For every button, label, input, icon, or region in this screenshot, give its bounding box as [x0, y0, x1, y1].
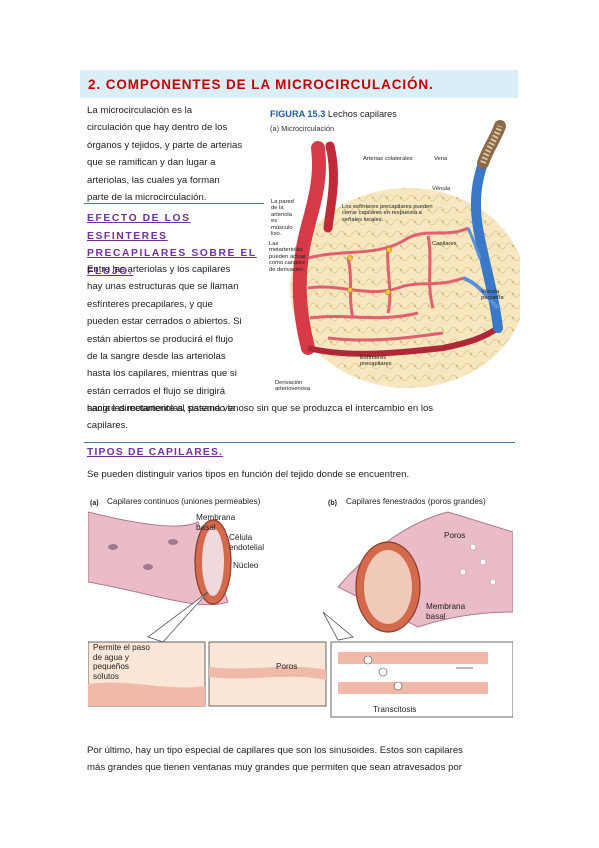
capillary-types-figure — [88, 511, 513, 718]
label-metarteriolas: Las metarteriolas pueden actuar como can… — [269, 241, 307, 273]
text-line: pueden estar cerrados o abiertos. Si — [87, 316, 242, 328]
section-heading-capillary-types: TIPOS DE CAPILARES. — [87, 447, 224, 458]
figure-b-letter: (b) — [328, 500, 337, 507]
text-line: hacia las metarteriolas, pasando la — [87, 403, 236, 415]
small-venule — [462, 276, 500, 310]
figure-subtitle: (a) Microcirculación — [270, 124, 335, 133]
microcirculation-figure — [290, 120, 520, 388]
endothelium-layer — [338, 682, 488, 694]
text-line: hay unas estructuras que se llaman — [87, 281, 239, 293]
venule — [470, 158, 503, 333]
tissue-background — [290, 188, 520, 388]
label-nucleo: Núcleo — [233, 561, 259, 570]
label-membrana-basal-b: Membrana basal — [426, 602, 466, 621]
sphincter-markers — [347, 247, 392, 295]
endothelium-layer — [338, 652, 488, 664]
label-transcitosis: Transcitosis — [373, 705, 417, 714]
label-derivacion: Derivación arteriovenosa — [275, 380, 311, 393]
text-line: sangre directamente al sistema venoso si… — [87, 403, 434, 414]
figure-a-title: Capilares continuos (uniones permeables) — [107, 497, 261, 506]
figure-title: FIGURA 15.3 Lechos capilares — [270, 109, 397, 119]
zoom-arrow — [322, 611, 354, 641]
figure-b-title: Capilares fenestrados (poros grandes) — [346, 497, 486, 506]
divider — [84, 442, 515, 443]
transcytosis-vesicles — [363, 655, 403, 691]
text-line: órganos y tejidos, y parte de arterias — [87, 139, 243, 151]
collateral-artery — [323, 141, 338, 233]
figure-title-text: Lechos capilares — [327, 109, 397, 119]
label-celula-endotelial: Célula endotelial — [229, 533, 265, 552]
sinusoids-paragraph: Por último, hay un tipo especial de capi… — [87, 742, 517, 777]
sphincters-paragraph-continued: sangre directamente al sistema venoso si… — [87, 400, 517, 435]
text-line: parte de la microcirculación. — [87, 192, 207, 204]
label-membrana-basal: Membrana basal — [196, 513, 236, 532]
sphincters-paragraph: Entre las arteriolas y los capilares hay… — [87, 261, 267, 418]
text-line: que se ramifican y dan lugar a — [87, 157, 216, 169]
endothelium-layer — [209, 666, 326, 680]
continuous-capillary-lumen — [202, 528, 224, 596]
endothelium-layer — [88, 682, 205, 706]
label-venula: Vénula — [432, 186, 451, 192]
label-permite-paso: Permite el paso de agua y pequeños solut… — [93, 643, 150, 681]
text-line: de la sangre desde las arteriolas — [87, 351, 226, 363]
figure-number: FIGURA 15.3 — [270, 109, 326, 119]
text-line: capilares. — [87, 420, 129, 432]
text-line: están abiertos se producirá el flujo — [87, 333, 234, 345]
figure-a-letter: (a) — [90, 500, 99, 507]
label-poros: Poros — [444, 531, 466, 540]
fenestrated-capillary-lumen — [364, 550, 412, 624]
section-heading-bar: 2. COMPONENTES DE LA MICROCIRCULACIÓN. — [80, 70, 518, 98]
text-line: esfínteres precapilares, y que — [87, 298, 213, 310]
label-vena: Vena — [434, 156, 448, 162]
text-line: hasta los capilares, mientras que si — [87, 368, 237, 380]
label-esfinteres-note: Los esfínteres precapilares pueden cerra… — [342, 204, 433, 223]
small-venule — [466, 227, 482, 259]
page-title: 2. COMPONENTES DE LA MICROCIRCULACIÓN. — [88, 77, 434, 92]
arteriovenous-shunt — [307, 325, 500, 357]
endothelial-nuclei — [108, 539, 178, 570]
section-heading-sphincters: EFECTO DE LOS ESFINTERES PRECAPILARES SO… — [87, 213, 257, 277]
label-venula-pequena: Vénula pequeña — [481, 289, 504, 302]
intro-paragraph: La microcirculación es la circulación qu… — [87, 102, 265, 206]
text-line: más grandes que tienen ventanas muy gran… — [87, 762, 462, 774]
zoom-arrow — [147, 591, 209, 643]
text-line: arteriolas, las cuales ya forman — [87, 174, 220, 186]
text-line: Por último, hay un tipo especial de capi… — [87, 745, 463, 756]
text-line: están cerrados el flujo se dirigirá — [87, 385, 226, 397]
text-line: La microcirculación es la — [87, 105, 193, 116]
capillary-network — [307, 226, 469, 342]
continuous-capillary-tube — [88, 511, 229, 606]
label-arterias-colaterales: Arterias colaterales — [363, 156, 413, 162]
capillary-types-intro: Se pueden distinguir varios tipos en fun… — [87, 469, 410, 480]
divider — [84, 203, 264, 204]
label-pared-arteriola: La pared de la arteriola es músculo liso… — [271, 199, 294, 238]
vein-wall — [480, 124, 503, 164]
fenestration-pores — [459, 543, 497, 586]
text-line: circulación que hay dentro de los — [87, 122, 228, 134]
label-poros-box: Poros — [276, 662, 298, 671]
text-line: Entre las arteriolas y los capilares — [87, 264, 231, 275]
arteriole-main — [292, 141, 326, 355]
label-esfinteres-precapilares: Esfínteres precapilares — [360, 355, 392, 368]
label-capilares: Capilares — [432, 241, 457, 247]
